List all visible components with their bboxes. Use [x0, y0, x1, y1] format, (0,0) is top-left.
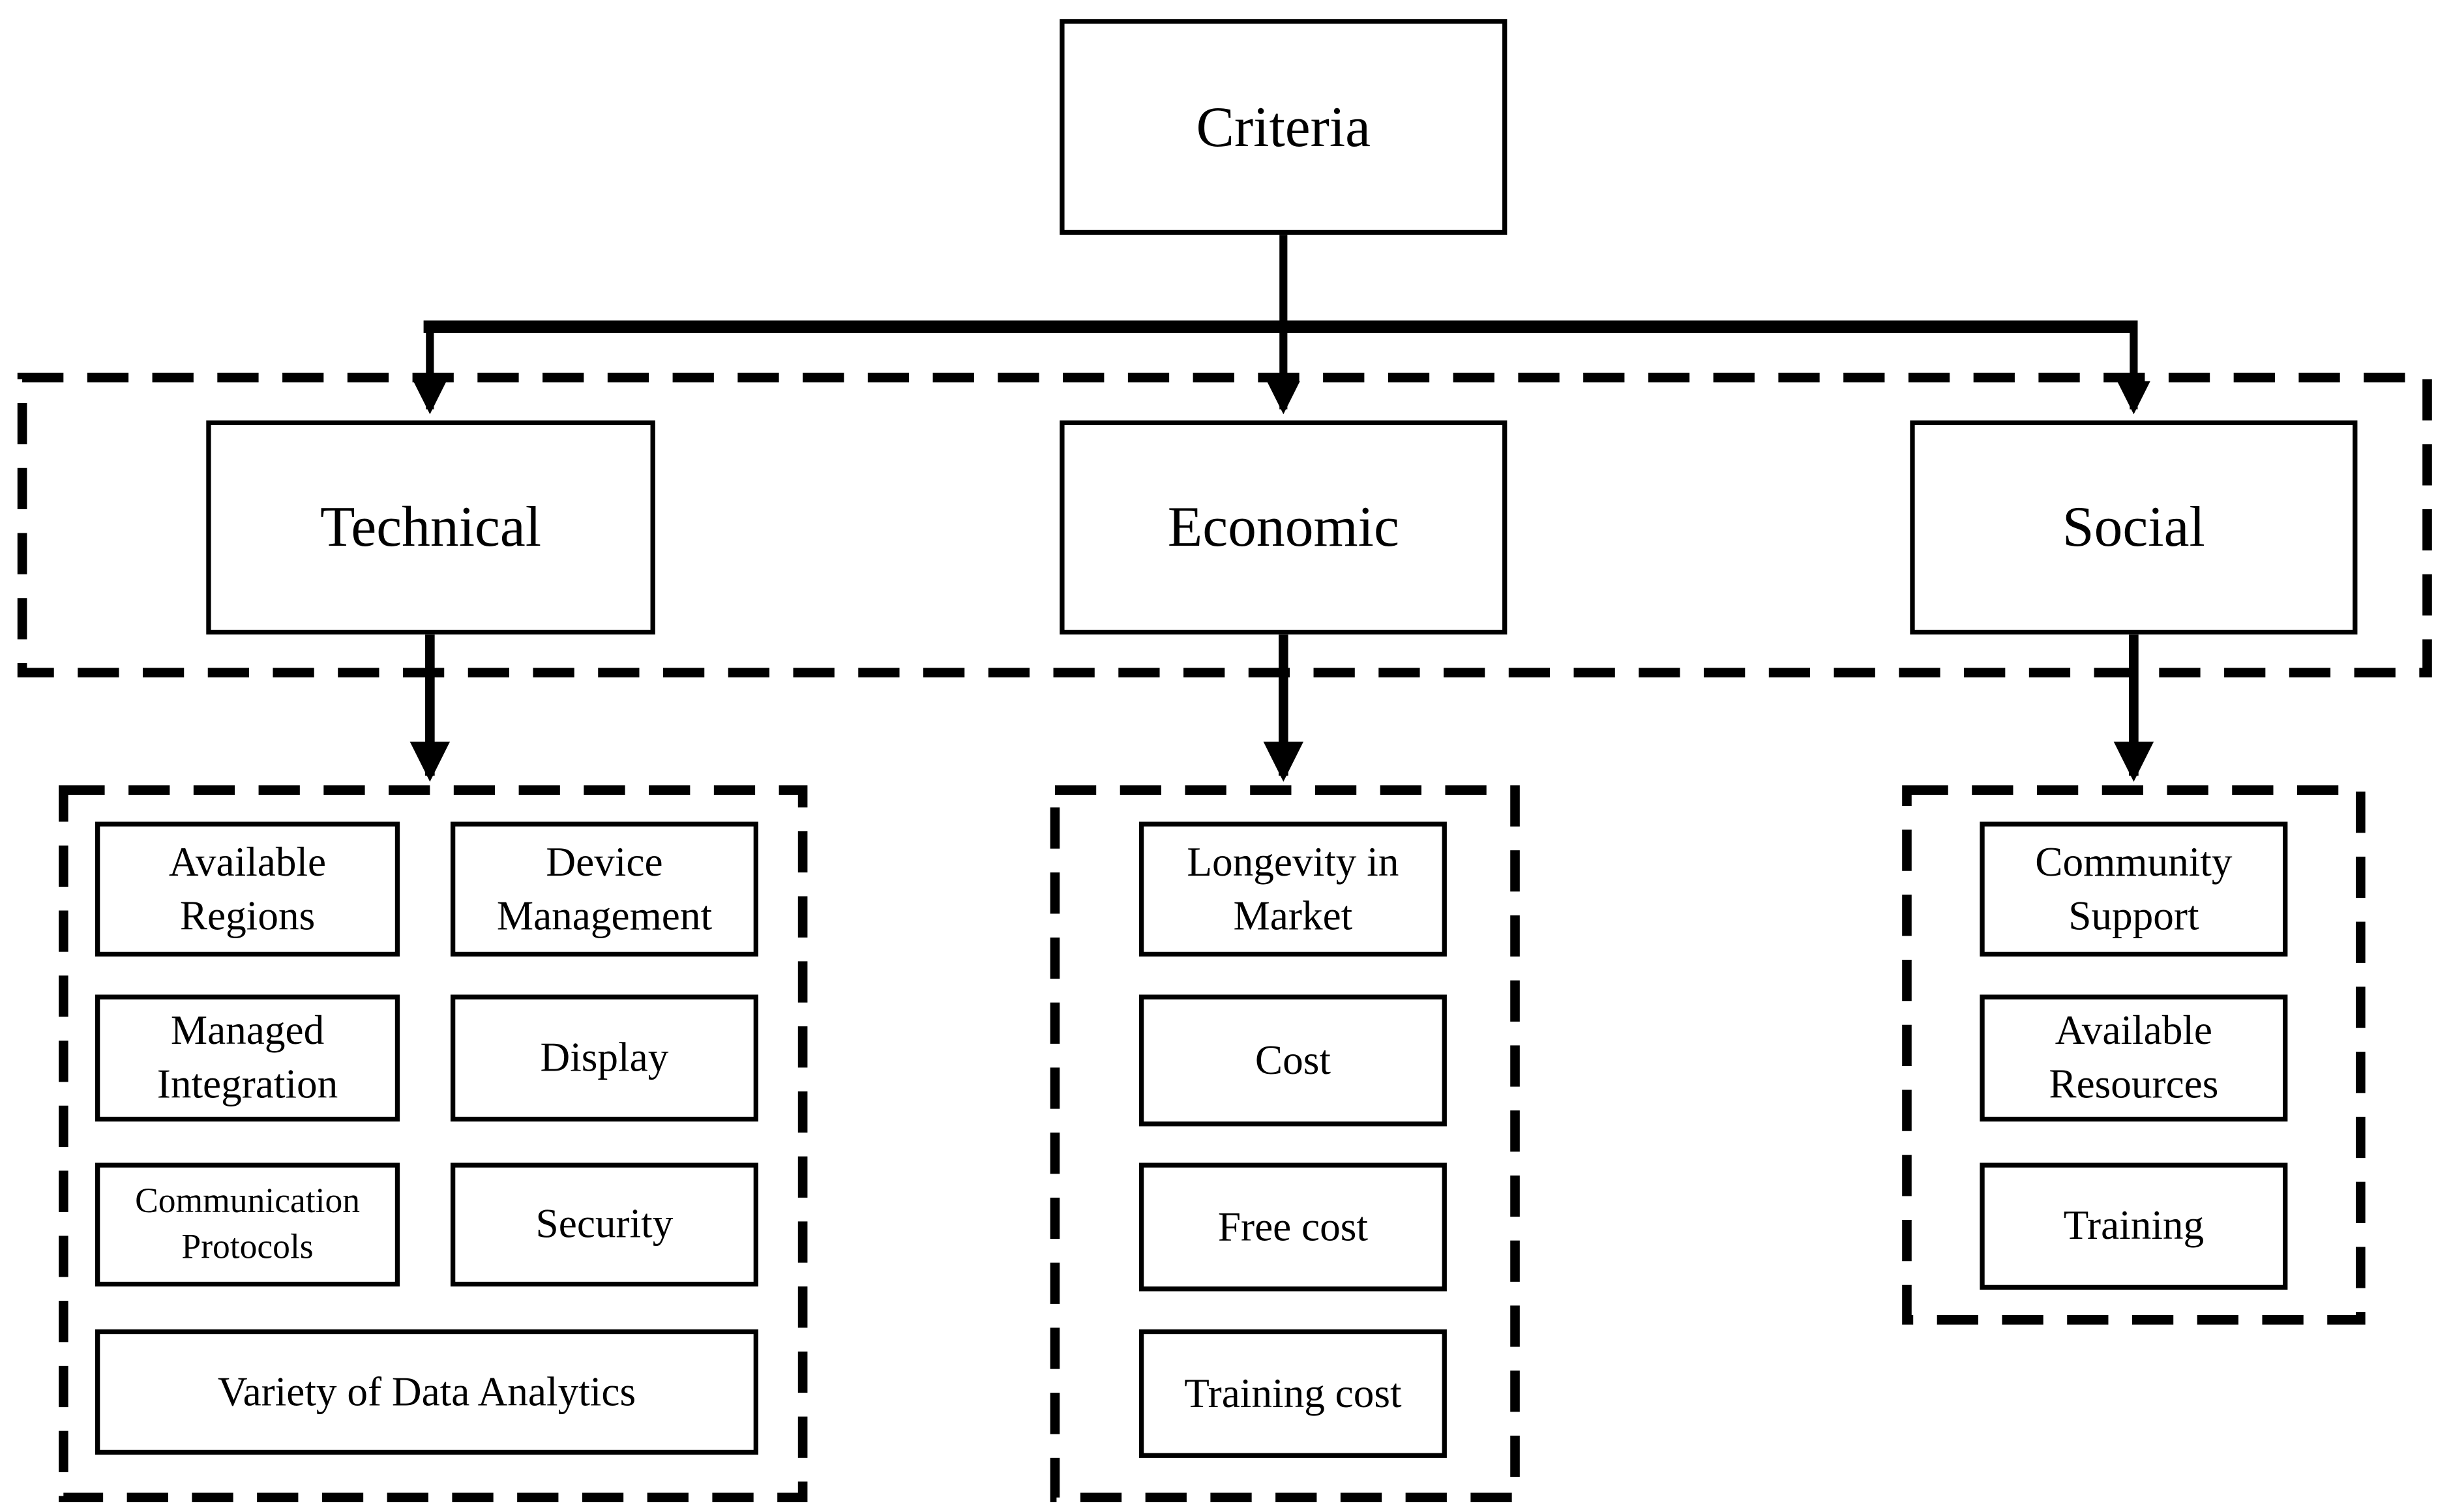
leaf-community-support-label: Community Support [2035, 838, 2233, 939]
leaf-training: Training [1980, 1163, 2288, 1290]
leaf-display: Display [450, 994, 758, 1122]
leaf-training-label: Training [2063, 1202, 2205, 1249]
leaf-security: Security [450, 1163, 758, 1287]
node-criteria-label: Criteria [1196, 94, 1371, 158]
node-technical-label: Technical [319, 495, 542, 559]
leaf-communication-protocols-label: Communication Protocols [135, 1181, 360, 1266]
technical-group-border [59, 785, 808, 1503]
leaf-available-regions: Available Regions [95, 822, 400, 957]
leaf-community-support: Community Support [1980, 822, 2288, 957]
leaf-variety-of-data-analytics: Variety of Data Analytics [95, 1329, 758, 1455]
node-social: Social [1910, 420, 2358, 635]
leaf-display-label: Display [540, 1034, 669, 1081]
node-technical: Technical [206, 420, 655, 635]
leaf-managed-integration: Managed Integration [95, 994, 400, 1122]
leaf-device-management-label: Device Management [496, 838, 713, 939]
leaf-free-cost: Free cost [1138, 1163, 1447, 1292]
node-economic-label: Economic [1167, 495, 1399, 559]
category-row-group-border [17, 372, 2432, 677]
leaf-communication-protocols: Communication Protocols [95, 1163, 400, 1287]
leaf-managed-integration-label: Managed Integration [156, 1007, 338, 1108]
leaf-device-management: Device Management [450, 822, 758, 957]
leaf-cost-label: Cost [1255, 1037, 1331, 1083]
leaf-longevity-in-market-label: Longevity in Market [1187, 838, 1399, 939]
node-economic: Economic [1060, 420, 1508, 635]
leaf-available-resources-label: Available Resources [2049, 1007, 2219, 1108]
leaf-training-cost: Training cost [1138, 1329, 1447, 1458]
leaf-free-cost-label: Free cost [1217, 1203, 1368, 1250]
leaf-training-cost-label: Training cost [1184, 1370, 1402, 1416]
leaf-available-regions-label: Available Regions [168, 838, 327, 939]
leaf-longevity-in-market: Longevity in Market [1138, 822, 1447, 957]
social-group-border [1902, 785, 2366, 1325]
leaf-variety-of-data-analytics-label: Variety of Data Analytics [217, 1368, 636, 1415]
node-social-label: Social [2062, 495, 2205, 559]
leaf-security-label: Security [535, 1201, 674, 1247]
leaf-cost: Cost [1138, 994, 1447, 1127]
economic-group-border [1050, 785, 1520, 1503]
leaf-available-resources: Available Resources [1980, 994, 2288, 1122]
node-criteria: Criteria [1060, 19, 1508, 235]
